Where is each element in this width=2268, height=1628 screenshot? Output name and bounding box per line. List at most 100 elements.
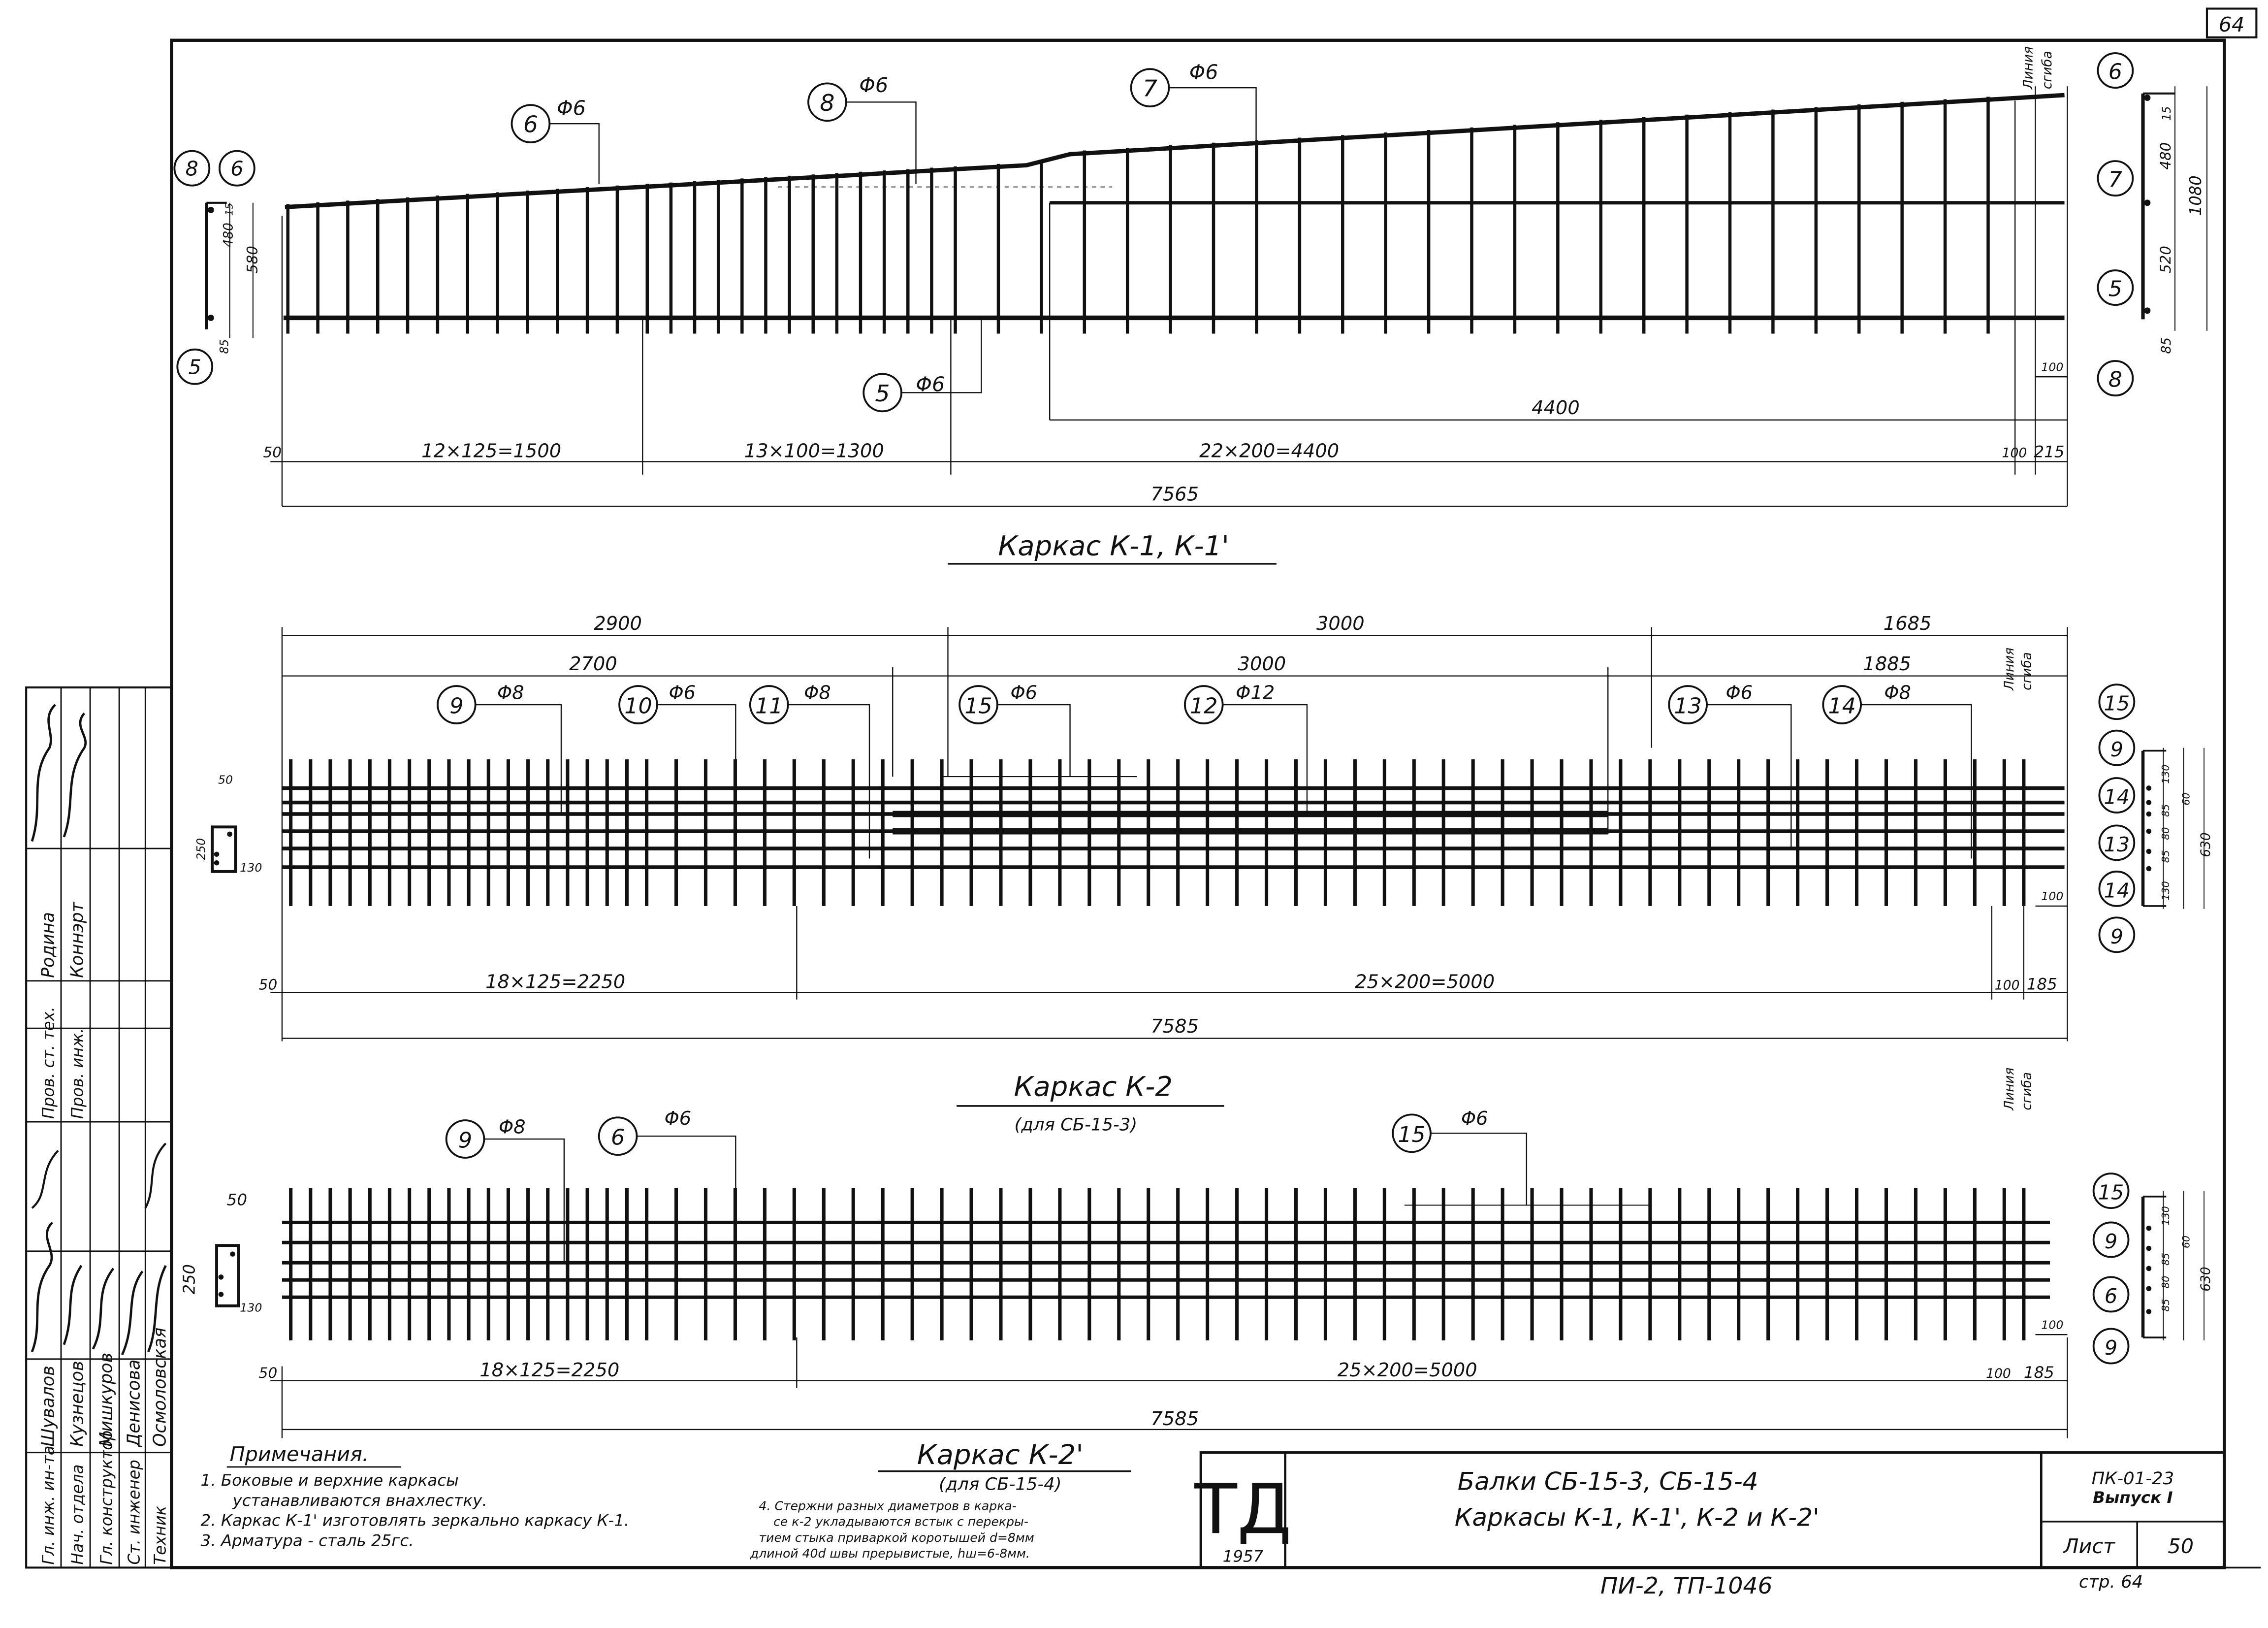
k1-bend-line-2: сгиба [2040,51,2055,89]
k2-top-dim-2700: 2700 [569,653,617,675]
k1-callout-6: 6 [523,111,538,138]
frame-k2: 2900 3000 1685 2700 3000 1885 Линия сгиб… [194,613,2213,1135]
role-technician: Техник [151,1505,169,1564]
k2-callout-13-dia: Φ6 [1725,683,1753,704]
k2p-bend-line-2: сгиба [2019,1072,2034,1110]
k2p-dim-right-100: 100 [2041,1318,2063,1332]
k2-right-num-13: 13 [2104,833,2130,856]
k2p-callout-9-dia: Φ8 [499,1117,526,1139]
k2-right-dim-60: 60 [2180,792,2192,805]
title-line-2: Каркасы К-1, К-1', К-2 и К-2' [1455,1503,1820,1532]
sheet-label: Лист [2062,1534,2115,1558]
k2-dim-total: 7585 [1150,1016,1199,1038]
k2-right-dim-630: 630 [2198,832,2213,857]
k2p-right-dim-60: 60 [2180,1236,2192,1248]
k2-bend-line-1: Линия [2002,648,2017,691]
name-denisova: Денисова [124,1360,144,1448]
k2-dim-seg1: 18×125=2250 [485,972,625,993]
k2-callout-11-dia: Φ8 [804,683,831,704]
k2-dim-right-100: 100 [2041,889,2063,903]
note-2: 2. Каркас К-1' изготовлять зеркально кар… [201,1511,630,1530]
k2p-right-num-9b: 9 [2105,1336,2117,1360]
k2p-subtitle: (для СБ-15-4) [939,1474,1062,1495]
k2-right-dim-85b: 85 [2160,850,2172,863]
role-checker-tech: Пров. ст. тех. [39,1007,58,1119]
k2p-callout-6: 6 [611,1125,625,1150]
k2-right-dim-85a: 85 [2160,804,2172,817]
k1-callout-8: 8 [820,90,834,117]
k1-stirrups [286,97,1990,334]
k1-dim-4400: 4400 [1532,397,1580,419]
k2-callout-12: 12 [1190,694,1217,719]
k2-dim-end-a: 100 [1995,977,2020,993]
signature-block: Гл. инж. ин-та Нач. отдела Гл. конструкт… [25,686,173,1569]
note-4d: длиной 40d швы прерывистые, hш=6-8мм. [750,1546,1030,1561]
k2p-right-dim-80: 80 [2160,1276,2172,1289]
name-mishkurov: Мишкуров [96,1353,116,1447]
name-konnert: Коннэрт [67,901,87,977]
note-1b: устанавливаются внахлестку. [232,1491,487,1510]
k2-right-num-14b: 14 [2104,879,2130,903]
k2-right-section: 15 9 14 13 14 9 130 85 80 85 60 630 130 [2098,684,2213,953]
note-3: 3. Арматура - сталь 25гс. [201,1531,414,1550]
frame-k2-prime: Линия сгиба 9 Φ8 6 Φ6 15 Φ6 50 250 130 1… [180,1068,2213,1495]
k1-right-num-6: 6 [2108,60,2122,85]
k2-dim-end-b: 185 [2027,975,2057,993]
doc-code: ПК-01-23 [2092,1468,2174,1489]
k2-bend-line-2: сгиба [2019,652,2034,690]
k1-dim-seg3: 22×200=4400 [1199,441,1339,462]
k2-right-dim-130b: 130 [2160,881,2172,900]
name-kuznetsov: Кузнецов [67,1361,87,1447]
k1-dim-end-b: 215 [2034,443,2065,461]
k2p-left-section: 50 250 130 [180,1191,262,1315]
k2p-right-dim-85b: 85 [2160,1299,2172,1311]
k2p-right-dim-85a: 85 [2160,1253,2172,1266]
k2p-right-dim-130a: 130 [2160,1206,2172,1225]
name-shuvalov: Шувалов [38,1366,58,1447]
k2p-right-dim-630: 630 [2198,1267,2213,1291]
k2-left-dim-50: 50 [218,773,233,787]
notes-heading: Примечания. [230,1442,369,1466]
k2p-callout-15: 15 [1398,1122,1425,1147]
k2-callout-15-dia: Φ6 [1010,683,1037,704]
k2-top-dim-2900: 2900 [594,613,642,635]
k2-top-dim-3000a: 3000 [1316,613,1365,635]
k2p-callout-15-dia: Φ6 [1461,1108,1488,1130]
k1-right-section: 6 7 5 8 15 480 1080 520 85 [2097,52,2207,397]
k2p-left-dim-250: 250 [180,1264,199,1294]
title-block: ТД 1957 Балки СБ-15-3, СБ-15-4 Каркасы К… [1194,1451,2226,1599]
k1-callout-7-dia: Φ6 [1189,61,1218,84]
k2p-right-num-15: 15 [2098,1181,2124,1205]
k2-right-dim-130a: 130 [2160,765,2172,784]
page-ref: стр. 64 [2079,1572,2143,1592]
signature-marks-upper [31,704,87,842]
k1-title: Каркас К-1, К-1' [998,530,1229,562]
k2p-callout-9: 9 [458,1128,472,1153]
k2-left-dim-250: 250 [194,838,208,860]
title-line-1: Балки СБ-15-3, СБ-15-4 [1458,1467,1758,1496]
k1-right-num-7: 7 [2108,167,2122,193]
k2p-dim-end-b: 185 [2024,1363,2054,1382]
k1-dim-seg2: 13×100=1300 [744,441,884,462]
note-1a: 1. Боковые и верхние каркасы [201,1471,459,1490]
k1-right-dim-1080: 1080 [2186,175,2205,216]
k2p-right-section: 15 9 6 9 130 60 630 85 80 85 [2092,1172,2213,1365]
k1-dim-end-a: 100 [2002,446,2027,461]
k2-subtitle: (для СБ-15-3) [1015,1115,1138,1135]
k2p-bend-line-1: Линия [2002,1068,2017,1111]
k1-left-section: 8 6 5 480 15 580 85 [173,150,261,385]
k2-dim-seg2: 25×200=5000 [1355,972,1495,993]
role-senior-engineer: Ст. инженер [125,1460,143,1564]
k2-top-dim-3000b: 3000 [1238,653,1286,675]
k2p-left-dim-130: 130 [240,1301,262,1315]
k2p-dim-start: 50 [259,1365,278,1381]
k2p-dim-seg2: 25×200=5000 [1338,1360,1477,1381]
frame-k1: Линия сгиба 6 Φ6 8 Φ6 7 Φ6 5 Φ6 8 6 5 [173,46,2207,565]
k2p-left-dim-50: 50 [227,1191,247,1209]
k2-right-num-9a: 9 [2110,738,2123,761]
k1-right-dim-520: 520 [2157,246,2174,273]
signature-marks-lower [31,1221,167,1356]
k2-right-num-14a: 14 [2104,785,2130,809]
note-4c: тием стыка приваркой коротышей d=8мм [759,1530,1034,1545]
